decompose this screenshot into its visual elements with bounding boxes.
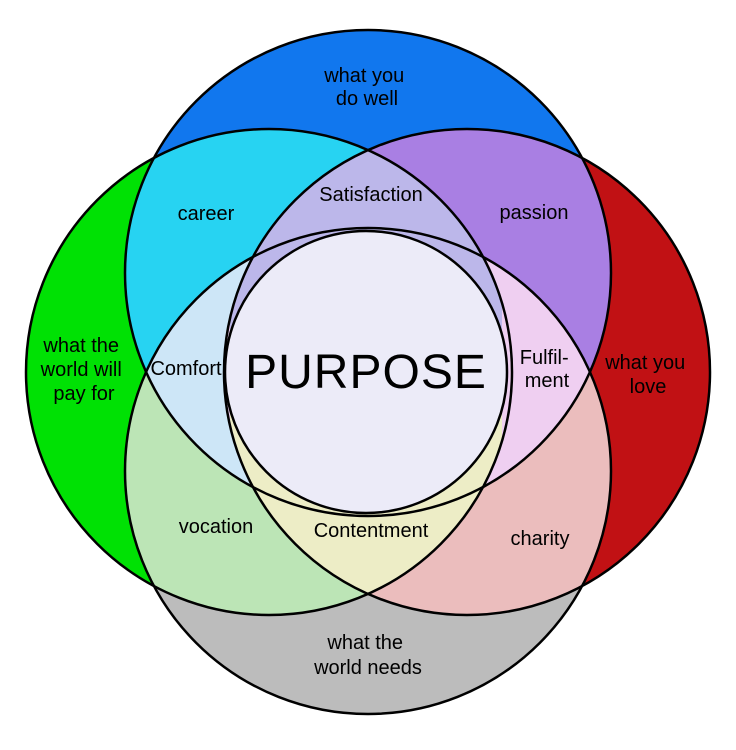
label-passion: passion <box>500 202 569 224</box>
outline-what-the-world-will-pay-for <box>24 127 514 617</box>
label-what-the-world-needs: what the world needs <box>313 632 422 679</box>
label-satisfaction: Satisfaction <box>319 184 422 206</box>
label-career: career <box>178 203 235 225</box>
outline-what-the-world-needs <box>123 226 613 716</box>
outline-what-you-do-well <box>123 28 613 518</box>
label-what-the-world-will-pay-for: what the world will pay for <box>40 335 128 405</box>
label-what-you-do-well: what you do well <box>323 65 410 110</box>
circle-purpose <box>223 229 509 515</box>
label-what-you-love: what you love <box>604 352 691 398</box>
label-comfort: Comfort <box>150 358 222 380</box>
label-charity: charity <box>511 528 570 550</box>
label-vocation: vocation <box>179 516 254 538</box>
label-contentment: Contentment <box>314 520 429 542</box>
label-purpose: PURPOSE <box>245 346 487 399</box>
label-fulfilment: Fulfil- ment <box>520 347 574 392</box>
